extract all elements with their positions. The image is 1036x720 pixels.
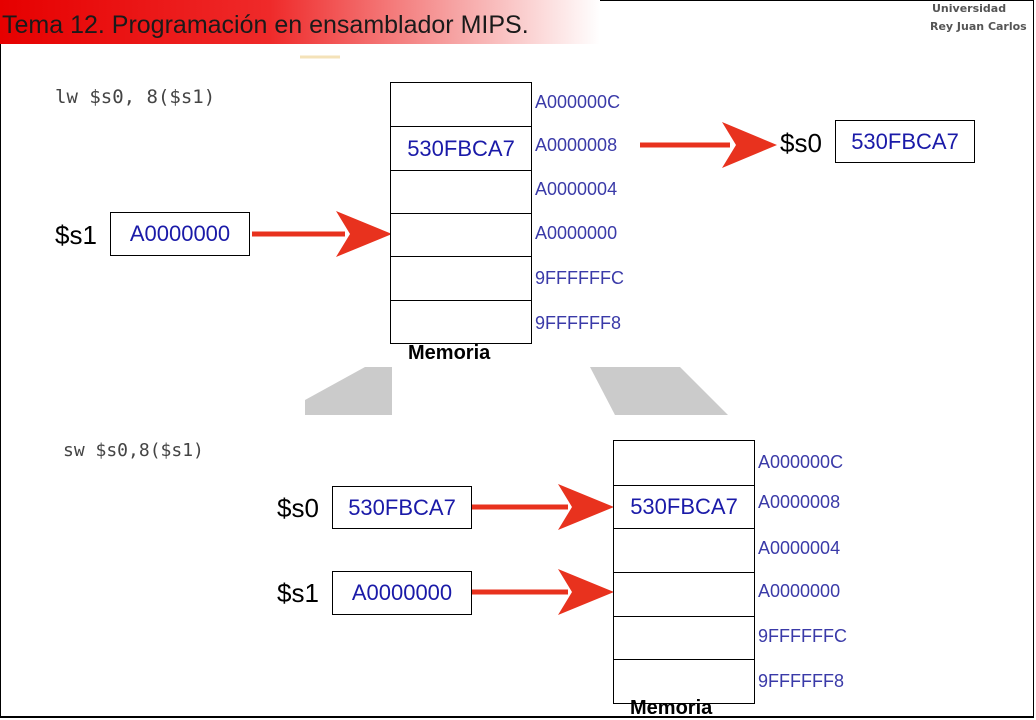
- register-s1-label-top: $s1: [55, 220, 97, 250]
- watermark-shape-right: [590, 367, 728, 415]
- register-s0-label-bottom: $s0: [277, 493, 319, 523]
- register-s1-value-top: A0000000: [110, 212, 250, 256]
- memory-cell: [391, 170, 531, 213]
- arrow-s1-to-memory-top: [252, 211, 392, 257]
- memory-address: A000000C: [758, 452, 844, 472]
- instruction-sw: sw $s0,8($s1): [63, 440, 204, 461]
- memory-address: A0000008: [758, 492, 841, 512]
- memory-cell: [391, 256, 531, 300]
- memory-address: A0000008: [535, 135, 618, 155]
- memory-address: A0000004: [535, 179, 618, 199]
- arrow-s0-to-memory-bottom: [472, 484, 614, 530]
- memory-address: 9FFFFFFC: [535, 268, 624, 288]
- register-s1-value-bottom: A0000000: [332, 571, 472, 615]
- watermark-shape-left: [305, 367, 392, 415]
- memory-cell: [391, 300, 531, 343]
- memory-cell: [614, 659, 754, 703]
- memory-cell: 530FBCA7: [614, 485, 754, 528]
- memory-block-bottom: 530FBCA7: [613, 440, 755, 704]
- memory-block-top: 530FBCA7: [390, 82, 532, 344]
- memory-cell: [614, 572, 754, 616]
- title-bar: Tema 12. Programación en ensamblador MIP…: [0, 0, 600, 44]
- arrow-memory-to-s0-top: [640, 122, 777, 168]
- memory-cell: [391, 83, 531, 126]
- memory-address: 9FFFFFF8: [758, 671, 844, 691]
- memory-address: 9FFFFFF8: [535, 313, 621, 333]
- slide-title: Tema 12. Programación en ensamblador MIP…: [2, 11, 529, 39]
- instruction-lw: lw $s0, 8($s1): [55, 86, 216, 108]
- memory-cell: [391, 213, 531, 256]
- memory-address: A000000C: [535, 92, 621, 112]
- memory-cell: [614, 441, 754, 485]
- memory-cell: [614, 528, 754, 572]
- memory-label-bottom: Memoria: [630, 697, 713, 719]
- memory-label-top: Memoria: [408, 342, 491, 364]
- memory-cell: 530FBCA7: [391, 126, 531, 170]
- memory-address: 9FFFFFFC: [758, 626, 847, 646]
- memory-address: A0000000: [758, 581, 841, 601]
- logo-line-2: Rey Juan Carlos: [930, 20, 1027, 33]
- memory-address: A0000004: [758, 538, 841, 558]
- register-s0-label-top: $s0: [780, 128, 822, 158]
- logo-line-1: Universidad: [932, 2, 1007, 15]
- register-s0-value-top: 530FBCA7: [835, 120, 975, 163]
- register-s0-value-bottom: 530FBCA7: [332, 486, 472, 529]
- memory-address: A0000000: [535, 223, 618, 243]
- memory-cell: [614, 616, 754, 659]
- university-logo: Universidad Rey Juan Carlos: [930, 0, 1036, 36]
- arrow-s1-to-memory-bottom: [472, 569, 614, 615]
- register-s1-label-bottom: $s1: [277, 578, 319, 608]
